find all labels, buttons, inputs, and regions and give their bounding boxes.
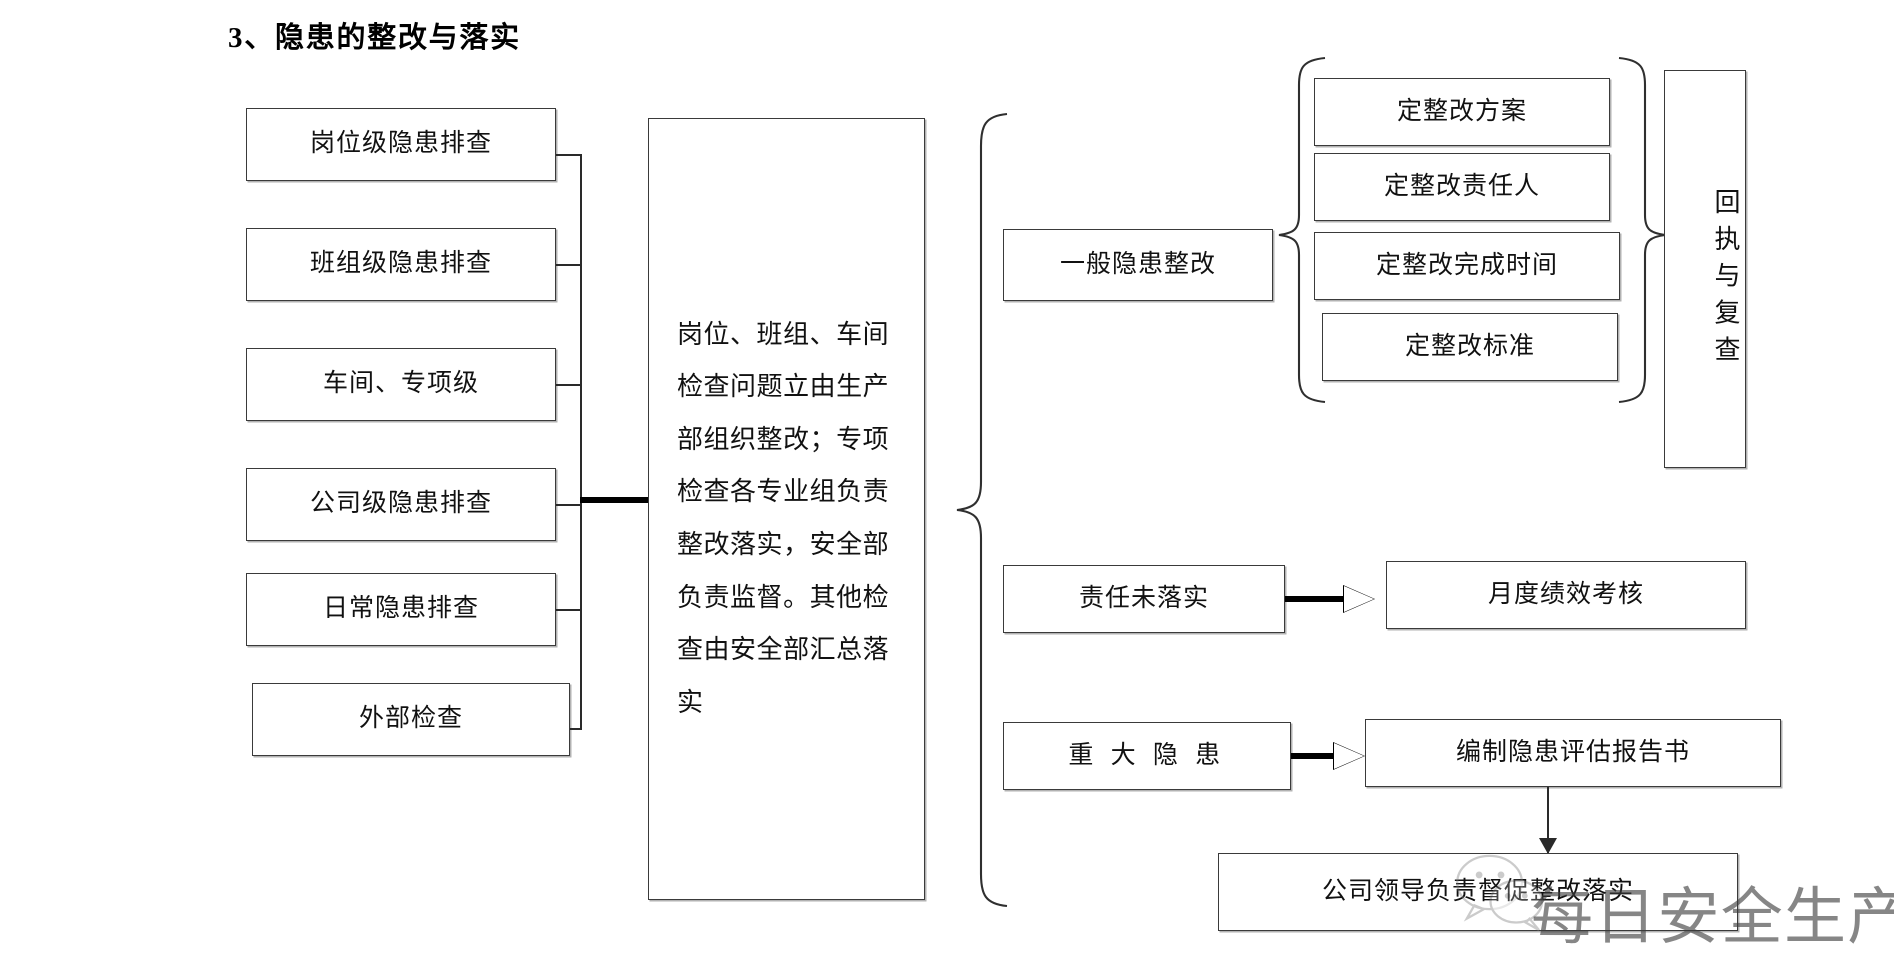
input-box-position-level[interactable]: 岗位级隐患排查 <box>246 108 556 181</box>
input-box-external[interactable]: 外部检查 <box>252 683 570 756</box>
major-arrow-head <box>1334 743 1364 769</box>
branch-box-unfulfilled-responsibility[interactable]: 责任未落实 <box>1003 565 1285 633</box>
branch-box-monthly-performance[interactable]: 月度绩效考核 <box>1386 561 1746 629</box>
branch-box-general-rectification[interactable]: 一般隐患整改 <box>1003 229 1273 301</box>
branch-box-leader-supervision[interactable]: 公司领导负责督促整改落实 <box>1218 853 1738 931</box>
fan-out-brace <box>956 112 1008 908</box>
major-down-connector <box>1547 787 1549 853</box>
general-item-owner[interactable]: 定整改责任人 <box>1314 153 1610 221</box>
connector-stub-3 <box>556 384 580 386</box>
connector-stub-1 <box>556 154 580 156</box>
branch-box-assessment-report[interactable]: 编制隐患评估报告书 <box>1365 719 1781 787</box>
receipt-review-box[interactable]: 回执与复查 <box>1664 70 1746 468</box>
input-box-workshop-level[interactable]: 车间、专项级 <box>246 348 556 421</box>
connector-stub-4 <box>556 504 580 506</box>
connector-bus-vertical <box>580 154 582 728</box>
connector-stub-2 <box>556 264 580 266</box>
unfulfilled-arrow-head <box>1344 586 1374 612</box>
input-box-team-level[interactable]: 班组级隐患排查 <box>246 228 556 301</box>
connector-stub-6 <box>570 728 582 730</box>
general-item-standard[interactable]: 定整改标准 <box>1322 313 1618 381</box>
input-box-company-level[interactable]: 公司级隐患排查 <box>246 468 556 541</box>
general-items-brace-left <box>1278 56 1326 404</box>
unfulfilled-arrow-shaft <box>1285 596 1347 602</box>
major-down-arrow-head <box>1539 838 1557 854</box>
main-flow-arrow-shaft <box>580 497 668 503</box>
page-title: 3、隐患的整改与落实 <box>228 22 521 54</box>
input-box-daily[interactable]: 日常隐患排查 <box>246 573 556 646</box>
connector-stub-5 <box>556 609 580 611</box>
major-arrow-shaft <box>1291 753 1337 759</box>
process-box-central[interactable]: 岗位、班组、车间检查问题立由生产部组织整改；专项检查各专业组负责整改落实，安全部… <box>648 118 925 900</box>
branch-box-major-hazard[interactable]: 重 大 隐 患 <box>1003 722 1291 790</box>
general-item-deadline[interactable]: 定整改完成时间 <box>1314 232 1620 300</box>
general-items-brace-right <box>1618 56 1666 404</box>
process-box-text: 岗位、班组、车间检查问题立由生产部组织整改；专项检查各专业组负责整改落实，安全部… <box>677 319 890 717</box>
general-item-plan[interactable]: 定整改方案 <box>1314 78 1610 146</box>
